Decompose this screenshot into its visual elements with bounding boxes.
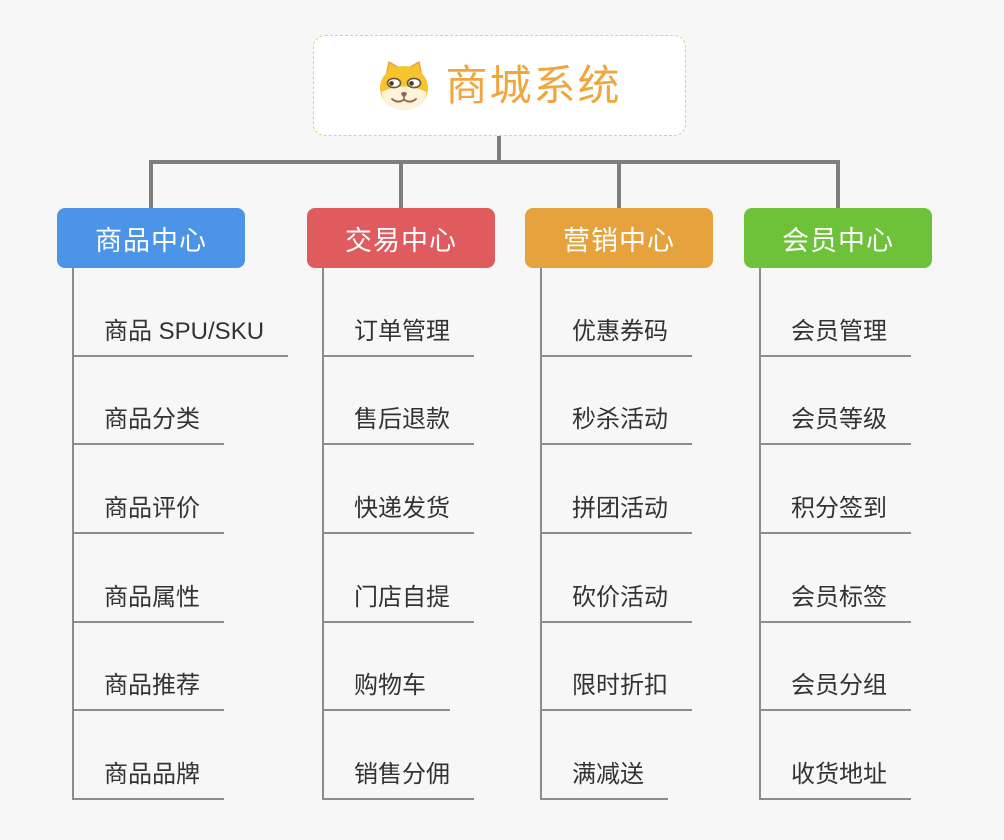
branch-node-2[interactable]: 交易中心 bbox=[307, 208, 495, 268]
branch-node-label: 商品中心 bbox=[95, 225, 207, 256]
branch-children-column: 优惠券码秒杀活动拼团活动砍价活动限时折扣满减送 bbox=[540, 268, 692, 801]
branch-children-column: 订单管理售后退款快递发货门店自提购物车销售分佣 bbox=[322, 268, 474, 801]
leaf-item[interactable]: 限时折扣 bbox=[542, 623, 692, 712]
leaf-item[interactable]: 会员标签 bbox=[761, 534, 911, 623]
leaf-item[interactable]: 秒杀活动 bbox=[542, 357, 692, 446]
connector-root-stub bbox=[497, 136, 501, 162]
leaf-item[interactable]: 商品 SPU/SKU bbox=[74, 268, 289, 357]
branch-node-label: 交易中心 bbox=[345, 225, 457, 256]
leaf-item[interactable]: 门店自提 bbox=[324, 534, 474, 623]
leaf-item[interactable]: 砍价活动 bbox=[542, 534, 692, 623]
leaf-item[interactable]: 销售分佣 bbox=[324, 711, 474, 801]
branch-node-label: 会员中心 bbox=[782, 225, 894, 256]
branch-node-label: 营销中心 bbox=[563, 225, 675, 256]
leaf-item[interactable]: 订单管理 bbox=[324, 268, 474, 357]
leaf-item[interactable]: 快递发货 bbox=[324, 445, 474, 535]
leaf-item[interactable]: 会员分组 bbox=[761, 623, 911, 712]
leaf-item[interactable]: 商品推荐 bbox=[74, 623, 224, 712]
leaf-item[interactable]: 积分签到 bbox=[761, 445, 911, 535]
leaf-item[interactable]: 售后退款 bbox=[324, 357, 474, 446]
leaf-item[interactable]: 收货地址 bbox=[761, 711, 911, 801]
leaf-item[interactable]: 会员等级 bbox=[761, 357, 911, 446]
root-node[interactable]: 商城系统 bbox=[313, 35, 686, 136]
leaf-item[interactable]: 会员管理 bbox=[761, 268, 911, 357]
leaf-item[interactable]: 优惠券码 bbox=[542, 268, 692, 357]
leaf-item[interactable]: 满减送 bbox=[542, 711, 668, 801]
branch-node-1[interactable]: 商品中心 bbox=[57, 208, 245, 268]
leaf-item[interactable]: 商品属性 bbox=[74, 534, 224, 623]
connector-branch-stub-1 bbox=[149, 162, 153, 208]
branch-node-3[interactable]: 营销中心 bbox=[525, 208, 713, 268]
connector-branch-stub-2 bbox=[399, 162, 403, 208]
dog-face-icon bbox=[380, 60, 429, 110]
branch-node-4[interactable]: 会员中心 bbox=[744, 208, 932, 268]
leaf-item[interactable]: 拼团活动 bbox=[542, 445, 692, 535]
branch-children-column: 会员管理会员等级积分签到会员标签会员分组收货地址 bbox=[759, 268, 911, 801]
leaf-item[interactable]: 购物车 bbox=[324, 623, 450, 712]
leaf-item[interactable]: 商品品牌 bbox=[74, 711, 224, 801]
root-node-label: 商城系统 bbox=[445, 61, 622, 109]
connector-horizontal-rail bbox=[149, 160, 840, 164]
leaf-item[interactable]: 商品评价 bbox=[74, 445, 224, 535]
leaf-item[interactable]: 商品分类 bbox=[74, 357, 224, 446]
connector-branch-stub-4 bbox=[836, 162, 840, 208]
connector-branch-stub-3 bbox=[617, 162, 621, 208]
